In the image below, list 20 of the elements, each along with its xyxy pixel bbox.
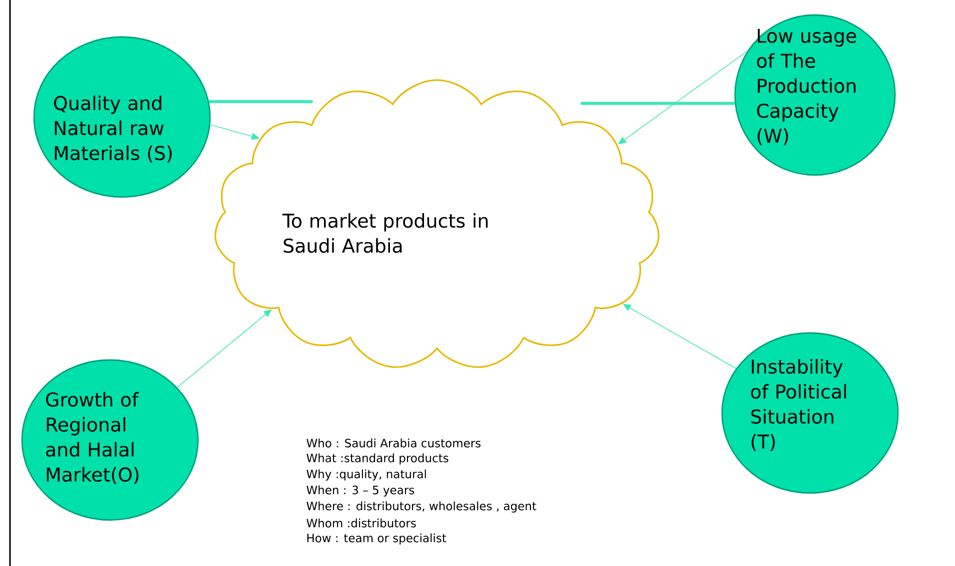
- ellipse-shape: [21, 359, 199, 521]
- arrow: [618, 50, 748, 144]
- note-line: Who : Saudi Arabia customers: [306, 438, 481, 448]
- note-line: What :standard products: [306, 453, 448, 465]
- connector-line: [209, 100, 313, 104]
- connector-line: [580, 102, 735, 105]
- note-line: How : team or specialist: [307, 533, 446, 545]
- note-line: Why :quality, natural: [306, 469, 426, 481]
- ellipse-text: Instability of Political Situation (T): [751, 359, 846, 451]
- ellipse-text: Quality and Natural raw Materials (S): [54, 96, 172, 162]
- ellipse-text: Growth of Regional and Halal Market(O): [46, 392, 139, 484]
- ellipse-shape: [721, 332, 899, 494]
- cloud-text: To market products in Saudi Arabia: [282, 213, 488, 253]
- note-line: Where : distributors, wholesales , agent: [306, 501, 536, 513]
- ellipse-shape: [734, 14, 896, 176]
- cloud-shape: [214, 79, 660, 368]
- ellipse-text: Low usage of The Production Capacity (W): [757, 28, 856, 146]
- note-line: Whom :distributors: [306, 518, 416, 528]
- note-line: When : 3 – 5 years: [306, 485, 414, 497]
- ellipse-shape: [33, 36, 211, 198]
